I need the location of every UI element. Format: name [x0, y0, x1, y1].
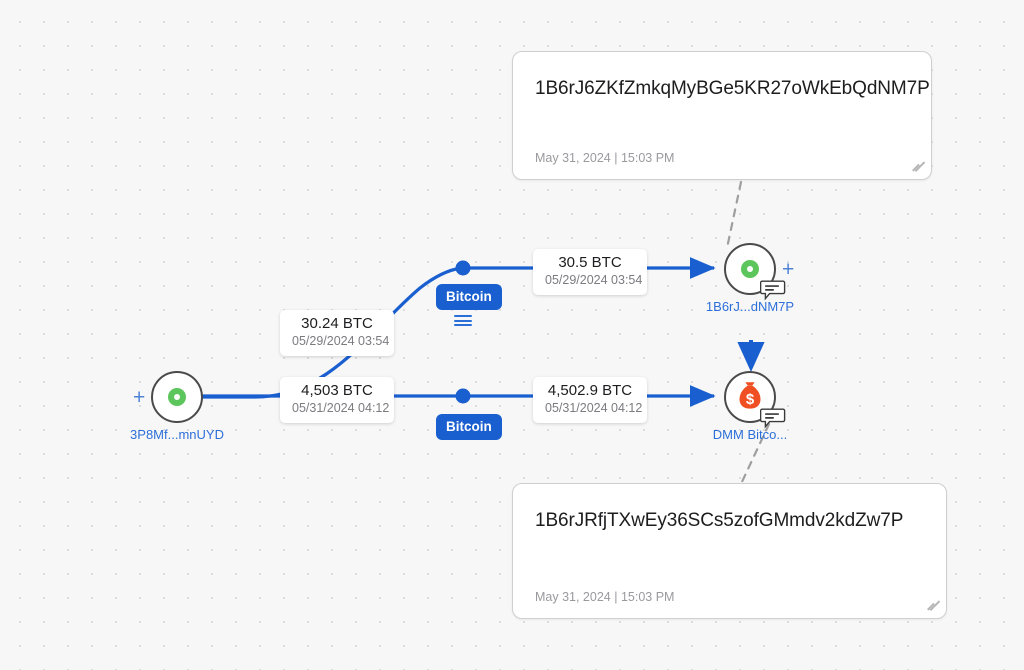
tx-amount: 4,502.9 BTC	[547, 382, 633, 399]
resize-handle-icon[interactable]	[910, 159, 925, 173]
junction-dot-bottom[interactable]	[455, 388, 471, 404]
note-card-top[interactable]: 1B6rJ6ZKfZmkqMyBGe5KR27oWkEbQdNM7P May 3…	[512, 51, 932, 180]
comment-bubble-icon[interactable]	[760, 280, 786, 301]
green-ring-icon	[168, 388, 186, 406]
tx-label-out-bottom[interactable]: 4,503 BTC 05/31/2024 04:12	[280, 377, 394, 423]
resize-handle-icon[interactable]	[925, 598, 940, 612]
note-address-text: 1B6rJ6ZKfZmkqMyBGe5KR27oWkEbQdNM7P	[535, 78, 930, 99]
tx-date: 05/29/2024 03:54	[545, 273, 643, 288]
tx-amount: 4,503 BTC	[301, 382, 373, 399]
node-source[interactable]: 3P8Mf...mnUYD	[130, 371, 224, 442]
tx-label-out-top[interactable]: 30.24 BTC 05/29/2024 03:54	[280, 310, 394, 356]
menu-hamburger-icon[interactable]	[454, 315, 472, 327]
junction-dot-top[interactable]	[455, 260, 471, 276]
note-date-text: May 31, 2024 | 15:03 PM	[535, 151, 675, 165]
tx-label-in-top[interactable]: 30.5 BTC 05/29/2024 03:54	[533, 249, 647, 295]
tx-date: 05/31/2024 04:12	[545, 401, 643, 416]
money-bag-icon: $	[739, 382, 761, 409]
note-address-text: 1B6rJRfjTXwEy36SCs5zofGMmdv2kdZw7P	[535, 510, 904, 531]
asset-badge-bitcoin-top[interactable]: Bitcoin	[436, 284, 502, 310]
tx-amount: 30.5 BTC	[558, 254, 622, 271]
tx-date: 05/31/2024 04:12	[292, 401, 390, 416]
node-dest-exchange[interactable]: $ DMM Bitco...	[713, 371, 787, 442]
tx-label-in-bottom[interactable]: 4,502.9 BTC 05/31/2024 04:12	[533, 377, 647, 423]
comment-bubble-icon[interactable]	[760, 408, 786, 429]
node-dest-address[interactable]: 1B6rJ...dNM7P	[706, 243, 794, 314]
asset-badge-bitcoin-bottom[interactable]: Bitcoin	[436, 414, 502, 440]
node-dest-address-label: 1B6rJ...dNM7P	[705, 299, 795, 314]
add-node-plus-icon-source[interactable]: +	[133, 386, 146, 409]
note-card-bottom[interactable]: 1B6rJRfjTXwEy36SCs5zofGMmdv2kdZw7P May 3…	[512, 483, 947, 619]
note-connector-top	[725, 180, 743, 250]
tx-date: 05/29/2024 03:54	[292, 334, 390, 349]
note-date-text: May 31, 2024 | 15:03 PM	[535, 590, 675, 604]
add-node-plus-icon-dest[interactable]: +	[782, 258, 795, 281]
tx-amount: 30.24 BTC	[301, 315, 373, 332]
svg-text:$: $	[746, 391, 755, 408]
node-source-label: 3P8Mf...mnUYD	[130, 427, 224, 442]
green-ring-icon	[741, 260, 759, 278]
node-dest-exchange-label: DMM Bitco...	[712, 427, 788, 442]
